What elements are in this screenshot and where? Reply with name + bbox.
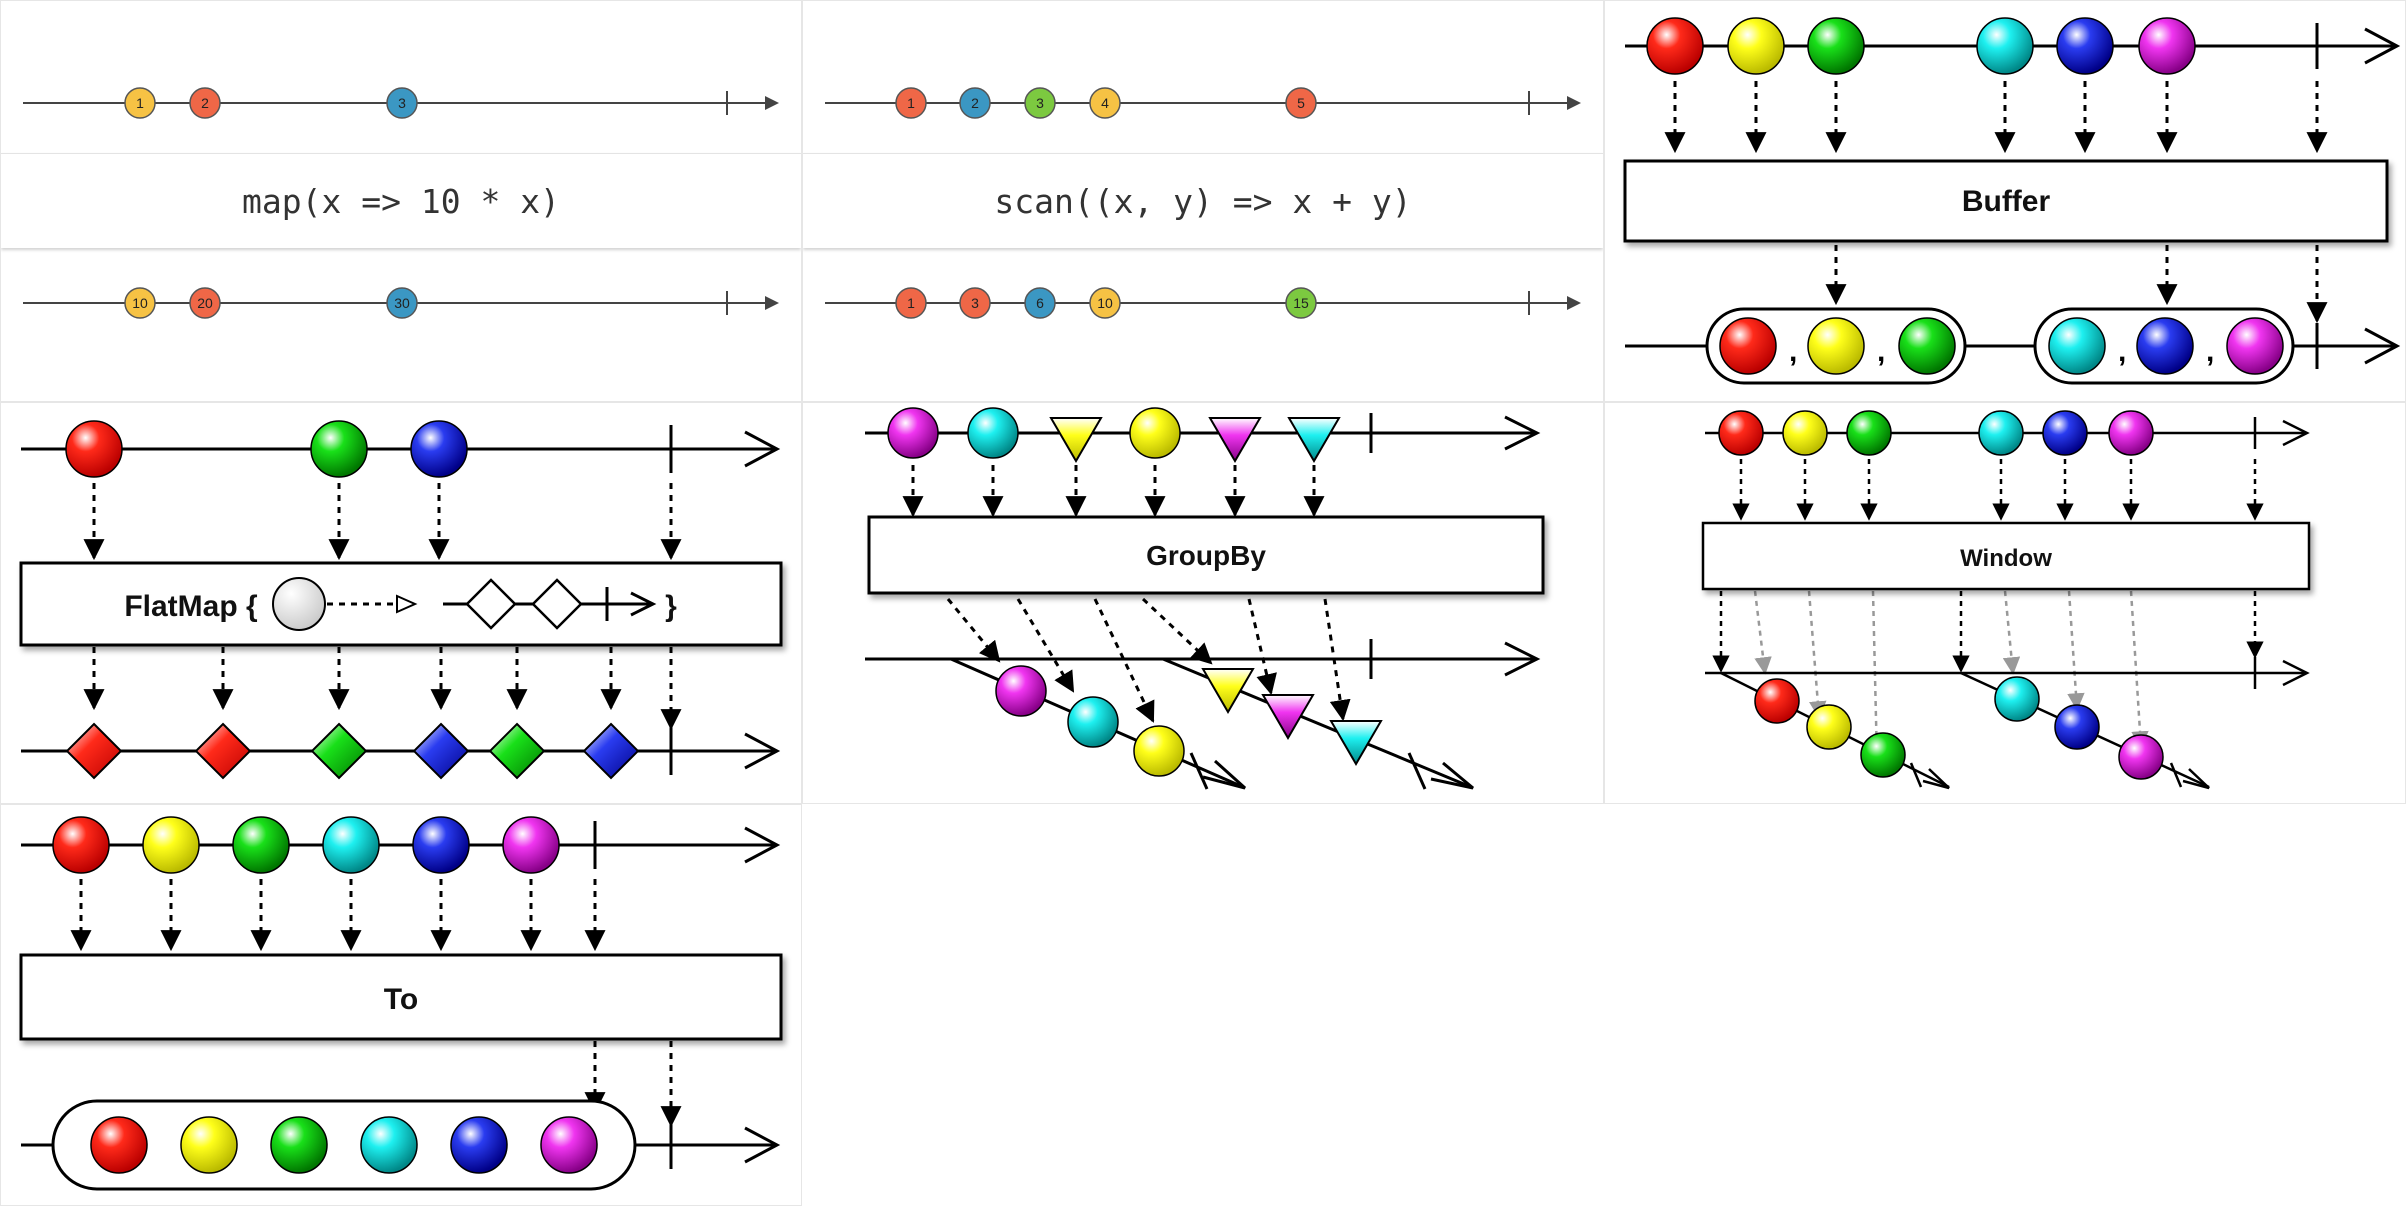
buffer-diagram: Buffer ,, ,, [1623, 17, 2401, 385]
to-operator-label: To [384, 983, 418, 1016]
scan-output-marble-4 [1089, 287, 1121, 319]
map-output-label-2: 20 [197, 295, 213, 311]
groupby-panel: GroupBy [802, 402, 1604, 804]
scan-output-marble-3 [1024, 287, 1056, 319]
empty-cell-2 [1604, 804, 2406, 1206]
map-input-label-2: 2 [201, 95, 209, 111]
map-operator-box: map(x => 10 * x) [1, 153, 801, 248]
scan-output-marbles: 1 3 6 10 15 [895, 287, 1317, 319]
map-panel: 1 2 3 10 20 30 map(x => 10 * x) [0, 0, 802, 402]
window-panel: Window [1604, 402, 2406, 804]
window-operator-label: Window [1960, 545, 2052, 572]
scan-input-label-5: 5 [1297, 95, 1305, 111]
scan-panel: 1 2 3 4 5 1 3 6 10 15 [802, 0, 1604, 402]
to-input-marbles [52, 816, 560, 874]
map-timelines: 1 2 3 10 20 30 [23, 87, 779, 319]
buffer-marble-magenta [2138, 17, 2196, 75]
svg-text:,: , [1877, 335, 1885, 368]
map-input-label-3: 3 [398, 95, 406, 111]
to-panel: To [0, 804, 802, 1206]
map-input-marble-2 [189, 87, 221, 119]
flatmap-operator-label: FlatMap { [124, 590, 258, 623]
groupby-operator-label: GroupBy [1146, 540, 1266, 571]
scan-output-label-4: 10 [1097, 295, 1113, 311]
scan-input-marble-2 [959, 87, 991, 119]
to-operator-box [19, 953, 783, 1041]
groupby-output-items [995, 665, 1383, 777]
to-output-marbles [90, 1116, 598, 1174]
buffer-operator-box [1623, 159, 2389, 243]
map-output-label-3: 30 [394, 295, 410, 311]
scan-input-label-3: 3 [1036, 95, 1044, 111]
scan-timelines: 1 2 3 4 5 1 3 6 10 15 [825, 87, 1581, 319]
map-input-marbles: 1 2 3 [124, 87, 418, 119]
svg-text:,: , [2118, 335, 2126, 368]
scan-output-label-1: 1 [907, 295, 915, 311]
buffer-panel: Buffer ,, ,, [1604, 0, 2406, 402]
scan-output-label-3: 6 [1036, 295, 1044, 311]
buffer-marble-cyan [1976, 17, 2034, 75]
map-output-marble-1 [124, 287, 156, 319]
groupby-diagram: GroupBy [865, 407, 1545, 790]
scan-output-marble-5 [1285, 287, 1317, 319]
map-input-marble-3 [386, 87, 418, 119]
groupby-input-items [887, 407, 1341, 463]
scan-input-marble-1 [895, 87, 927, 119]
scan-output-marble-2 [959, 287, 991, 319]
buffer-input-marbles [1646, 17, 2196, 75]
scan-input-marble-4 [1089, 87, 1121, 119]
empty-cell-1 [802, 804, 1604, 1206]
scan-input-marble-5 [1285, 87, 1317, 119]
scan-output-label-2: 3 [971, 295, 979, 311]
scan-input-label-2: 2 [971, 95, 979, 111]
buffer-marble-red [1646, 17, 1704, 75]
svg-text:,: , [1789, 335, 1797, 368]
scan-input-marbles: 1 2 3 4 5 [895, 87, 1317, 119]
scan-output-marble-1 [895, 287, 927, 319]
map-output-marble-2 [189, 287, 221, 319]
map-input-marble-1 [124, 87, 156, 119]
groupby-operator-box [867, 515, 1545, 595]
scan-output-label-5: 15 [1293, 295, 1309, 311]
svg-text:,: , [2206, 335, 2214, 368]
window-output-marbles [1754, 676, 2164, 780]
scan-input-marble-3 [1024, 87, 1056, 119]
map-input-label-1: 1 [136, 95, 144, 111]
scan-input-label-1: 1 [907, 95, 915, 111]
window-input-marbles [1718, 410, 2154, 456]
window-diagram: Window [1701, 410, 2311, 790]
buffer-marble-green [1807, 17, 1865, 75]
window-operator-box [1701, 521, 2311, 591]
flatmap-panel: FlatMap { } [0, 402, 802, 804]
flatmap-input-marbles [65, 420, 468, 478]
scan-operator-label: scan((x, y) => x + y) [994, 181, 1412, 221]
buffer-marble-blue [2056, 17, 2114, 75]
map-output-marbles: 10 20 30 [124, 287, 418, 319]
buffer-operator-label: Buffer [1962, 185, 2051, 218]
flatmap-operator-close: } [665, 590, 677, 623]
flatmap-diagram: FlatMap { } [19, 420, 783, 780]
flatmap-output-diamonds [65, 722, 640, 780]
map-output-marble-3 [386, 287, 418, 319]
scan-input-label-4: 4 [1101, 95, 1109, 111]
to-diagram: To [19, 816, 783, 1191]
buffer-marble-yellow [1727, 17, 1785, 75]
map-output-label-1: 10 [132, 295, 148, 311]
scan-operator-box: scan((x, y) => x + y) [803, 153, 1603, 248]
map-operator-label: map(x => 10 * x) [242, 181, 560, 221]
